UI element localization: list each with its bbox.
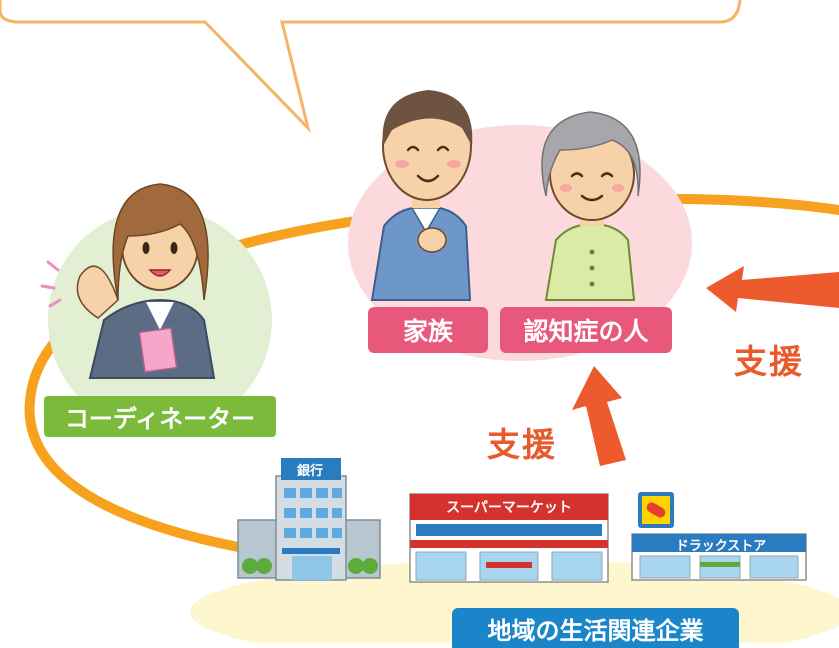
local-businesses-label: 地域の生活関連企業 — [452, 608, 739, 648]
bank-sign — [281, 458, 341, 480]
drugstore-building — [631, 492, 807, 581]
person-with-dementia-label: 認知症の人 — [500, 307, 672, 353]
family-man-illustration — [370, 90, 473, 301]
coordinator-illustration — [40, 183, 216, 379]
bank-sign-text: 銀行 — [296, 464, 323, 479]
family-label: 家族 — [368, 307, 488, 353]
drugstore-sign-text: ドラックストア — [675, 539, 767, 554]
support-label-right: 支援 — [734, 342, 804, 381]
support-label-center: 支援 — [487, 425, 557, 464]
supermarket-sign-text: スーパーマーケット — [446, 500, 572, 516]
elderly-woman-illustration — [541, 111, 641, 301]
speech-bubble — [0, 0, 742, 134]
coordinator-label: コーディネーター — [44, 396, 276, 437]
supermarket-sign — [410, 494, 608, 520]
drugstore-sign — [632, 534, 806, 552]
support-arrow-center — [572, 366, 626, 466]
supermarket-building — [409, 493, 609, 583]
support-arrow-right — [706, 266, 839, 312]
bank-building — [237, 458, 381, 581]
